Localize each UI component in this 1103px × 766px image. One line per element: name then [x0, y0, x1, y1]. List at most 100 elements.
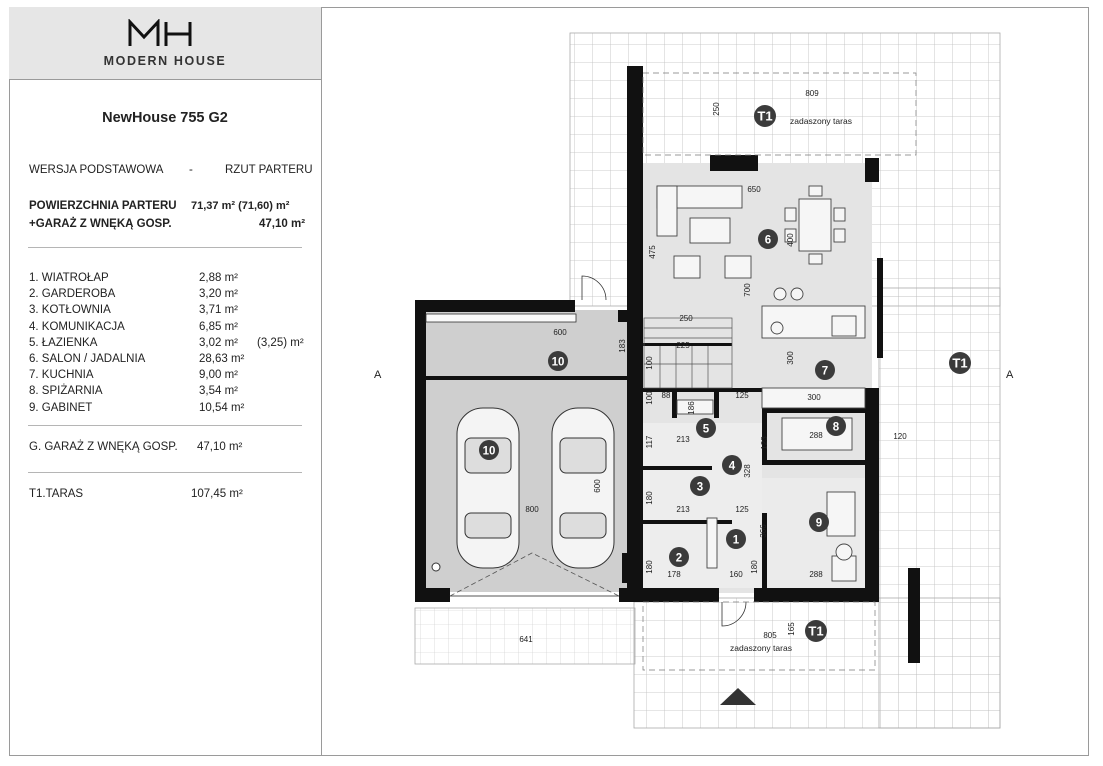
dimension-label: 600: [553, 328, 567, 337]
room-10-number: 10: [483, 446, 496, 458]
room-area-extra: (3,25) m²: [257, 336, 304, 349]
covered-terrace-label: zadaszony taras: [730, 643, 792, 653]
dimension-label: 178: [667, 570, 681, 579]
room-area: 10,54 m²: [199, 401, 245, 414]
terrace-row-area: 107,45 m²: [191, 488, 243, 500]
dimension-label: 400: [786, 233, 795, 247]
room-area: 3,71 m²: [199, 304, 238, 317]
room-label: 8. SPIŻARNIA: [29, 385, 103, 398]
dimension-label: 180: [645, 491, 654, 505]
dimension-label: 180: [750, 560, 759, 574]
drain-icon: [431, 562, 441, 572]
room-10-number: 10: [552, 357, 565, 369]
modern-house-logo: [128, 19, 192, 46]
room-area: 3,54 m²: [199, 385, 238, 398]
garage-summary-value: 47,10 m²: [259, 218, 306, 230]
project-title: NewHouse 755 G2: [102, 110, 228, 126]
dimension-label: 213: [676, 435, 690, 444]
covered-terrace-front: [642, 601, 876, 671]
dimension-label: 125: [735, 391, 749, 400]
room-label: 6. SALON / JADALNIA: [29, 353, 146, 365]
room-2-badge: [669, 547, 689, 567]
room-label: 4. KOMUNIKACJA: [29, 320, 125, 333]
room-label: 2. GARDEROBA: [29, 288, 116, 301]
dimension-label: 650: [747, 185, 761, 194]
dimension-label: 180: [645, 560, 654, 574]
dimension-label: 288: [809, 431, 823, 440]
dimension-label: 366: [759, 524, 768, 538]
terrace-number: T1: [808, 624, 823, 639]
drawing-frame: [9, 7, 1089, 756]
room-8-badge: [826, 416, 846, 436]
room-1-number: 1: [733, 535, 740, 547]
room-2-number: 2: [676, 553, 682, 565]
terrace-number: T1: [757, 109, 772, 124]
room-label: 5. ŁAZIENKA: [29, 336, 98, 349]
section-mark-left: A: [374, 369, 382, 381]
terrace-badge: [754, 105, 776, 127]
dimension-label: 250: [679, 314, 693, 323]
dimension-label: 117: [645, 435, 654, 448]
room-9-badge: [809, 512, 829, 532]
garage-summary-label: +GARAŻ Z WNĘKĄ GOSP.: [29, 218, 172, 230]
terrace-grid-front: [633, 597, 1001, 729]
garage-row-label: G. GARAŻ Z WNĘKĄ GOSP.: [29, 441, 178, 453]
room-5-number: 5: [703, 424, 710, 436]
dimension-label: 641: [519, 635, 533, 644]
dimension-label: 700: [743, 283, 752, 297]
dimension-label: 805: [763, 631, 777, 640]
divider: [28, 247, 302, 248]
covered-terrace-back: [642, 72, 917, 156]
dimension-label: 300: [807, 393, 821, 402]
brand-header: MODERN HOUSE: [9, 7, 321, 80]
room-label: 9. GABINET: [29, 401, 93, 414]
room-label: 1. WIATROŁAP: [29, 272, 109, 284]
room-10-badge: [479, 440, 499, 460]
dimension-label: 100: [645, 391, 654, 405]
dimension-label: 250: [712, 102, 721, 116]
dimension-label: 213: [676, 505, 690, 514]
cars: [456, 407, 615, 569]
room-9-number: 9: [816, 518, 822, 530]
view-label: RZUT PARTERU: [225, 164, 313, 176]
room-10-badge: [548, 351, 568, 371]
dimension-label: 123: [760, 436, 769, 450]
service-floor: [642, 423, 762, 588]
dimension-label: 475: [648, 245, 657, 259]
dimension-label: 165: [787, 622, 796, 636]
terrace-row-label: T1.TARAS: [29, 488, 84, 500]
terrace-badge: [805, 620, 827, 642]
version-label: WERSJA PODSTAWOWA: [29, 164, 164, 176]
section-mark-right: A: [1006, 369, 1014, 381]
room-area: 2,88 m²: [199, 272, 238, 284]
room-area: 3,02 m²: [199, 336, 238, 349]
room-3-number: 3: [697, 482, 703, 494]
entry-door: [721, 601, 747, 627]
divider: [28, 425, 302, 426]
dimension-label: 100: [645, 356, 654, 370]
covered-terrace-label: zadaszony taras: [790, 116, 852, 126]
walls: [415, 66, 920, 663]
room-area: 3,20 m²: [199, 288, 238, 301]
garage-door-swing: [449, 552, 620, 597]
room-area: 6,85 m²: [199, 320, 238, 333]
dimension-label: 160: [729, 570, 743, 579]
room-4-number: 4: [729, 461, 736, 473]
dimension-label: 809: [805, 89, 819, 98]
orientation-arrow-icon: [720, 688, 756, 705]
terrace-number: T1: [952, 356, 967, 371]
terrace-badge: [949, 352, 971, 374]
dimension-label: 183: [618, 339, 627, 353]
dimension-label: 288: [809, 570, 823, 579]
room-1-badge: [726, 529, 746, 549]
room-8-number: 8: [833, 422, 840, 434]
room-4-badge: [722, 455, 742, 475]
room-7-badge: [815, 360, 835, 380]
dimension-label: 300: [786, 351, 795, 365]
garage-side-door: [581, 275, 607, 301]
room-6-number: 6: [765, 235, 771, 247]
room-5-badge: [696, 418, 716, 438]
garage-window: [425, 313, 577, 323]
garage-row-area: 47,10 m²: [197, 441, 243, 453]
